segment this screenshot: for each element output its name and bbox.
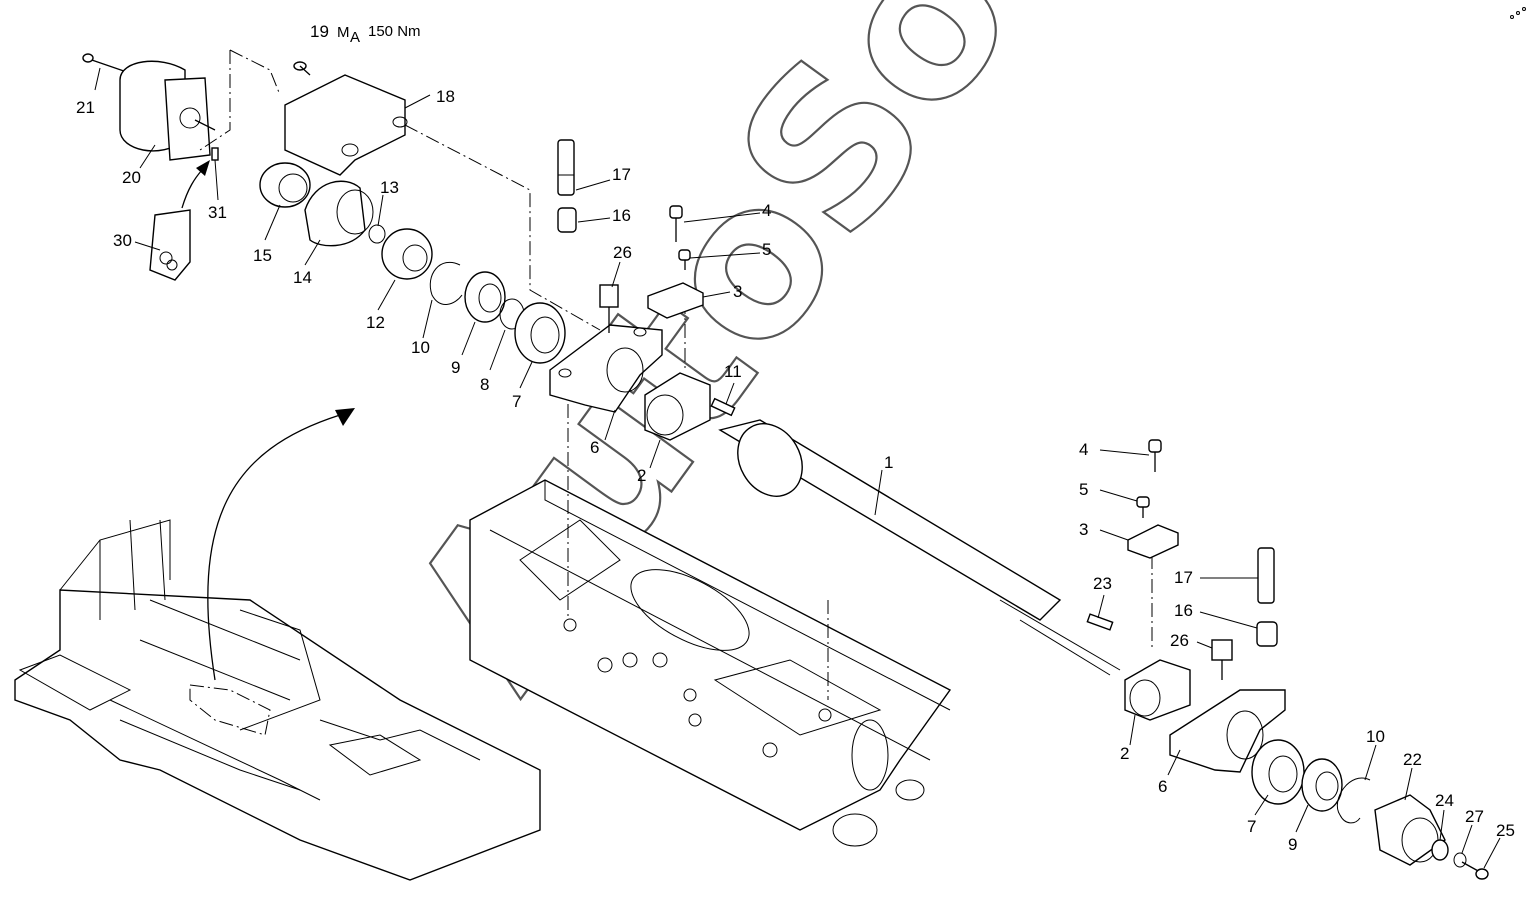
callout-17b: 17 [1174,568,1193,587]
part-10-circlip [429,261,463,305]
callout-23: 23 [1093,574,1112,593]
part-6-bearing-housing [549,324,663,413]
part-18-housing [284,74,408,176]
part-15-bearing [259,162,311,208]
callout-17a: 17 [612,165,631,184]
callout-3a: 3 [733,282,742,301]
callout-3b: 3 [1079,520,1088,539]
part-26b-grease-nipple [1211,639,1233,680]
paver-machine [14,519,541,881]
part-9-seal [464,271,506,323]
callout-16a: 16 [612,206,631,225]
part-1-shaft [718,419,1121,676]
part-5b-screw [1136,496,1150,518]
part-23-key [1086,613,1114,631]
callout-10a: 10 [411,338,430,357]
callout-7b: 7 [1247,817,1256,836]
callout-21: 21 [76,98,95,117]
torque-subscript: A [350,29,360,46]
torque-value: 150 Nm [368,23,421,40]
part-12-hub [381,228,433,280]
part-16-spacer [557,207,577,233]
callout-30: 30 [113,231,132,250]
guide-line-1 [199,50,231,151]
callout-10b: 10 [1366,727,1385,746]
part-2b-clamp [1124,659,1191,721]
part-5-screw [678,249,691,270]
part-3-plate [647,282,704,319]
callout-7a: 7 [512,392,521,411]
part-4-screw [669,205,683,242]
curved-arrow-icon [207,408,355,681]
part-14-sleeve [304,180,374,247]
chassis-frame [469,479,952,847]
part-30-tag [149,209,191,281]
callout-2b: 2 [1120,744,1129,763]
callout-5b: 5 [1079,480,1088,499]
part-7-bearing [514,302,566,364]
callout-15: 15 [253,246,272,265]
callout-24: 24 [1435,791,1454,810]
part-17b-bolt [1257,547,1275,604]
callout-27: 27 [1465,807,1484,826]
part-2-clamp [644,372,711,441]
part-10b-circlip [1336,777,1371,824]
callout-11: 11 [724,362,742,381]
callout-4b: 4 [1079,440,1088,459]
part-25-bolt [1461,861,1489,880]
small-arrow-icon [181,160,210,209]
part-27-washer [1453,852,1467,868]
callout-12: 12 [366,313,385,332]
callout-5a: 5 [762,240,771,259]
part-4b-screw [1148,439,1162,472]
part-24-washer [1431,839,1449,861]
part-6b-bearing-housing [1169,689,1286,773]
torque-callout-19: 19 [310,22,329,41]
callout-16b: 16 [1174,601,1193,620]
callout-14: 14 [293,268,312,287]
callout-6b: 6 [1158,777,1167,796]
leader-lines [94,67,1501,869]
callout-31: 31 [208,203,227,222]
nav-arrows-icon[interactable] [1510,7,1526,19]
callout-25: 25 [1496,821,1515,840]
callout-8: 8 [480,375,489,394]
part-3b-plate [1127,524,1179,559]
callout-13: 13 [380,178,399,197]
part-13-ring [368,224,386,244]
part-31-key [211,147,219,161]
part-7b-bearing [1251,739,1305,805]
part-26-grease-nipple [599,284,619,333]
part-22-cap [1374,794,1446,866]
part-11-key [710,397,736,417]
torque-note: 19 M A 150 Nm [310,22,421,46]
part-19-screw [293,61,311,76]
part-20-motor [119,60,216,161]
torque-symbol: M [337,24,350,41]
callout-4a: 4 [762,201,771,220]
callout-22: 22 [1403,750,1422,769]
callout-20: 20 [122,168,141,187]
part-16b-spacer [1256,621,1278,647]
callout-2a: 2 [637,466,646,485]
callout-labels: 21 20 31 30 18 15 14 13 12 10 9 8 7 17 1… [76,87,1515,854]
callout-9a: 9 [451,358,460,377]
callout-26b: 26 [1170,631,1189,650]
part-17-bolt [557,139,575,196]
guide-line-2 [229,49,281,96]
callout-18: 18 [436,87,455,106]
callout-26a: 26 [613,243,632,262]
callout-9b: 9 [1288,835,1297,854]
callout-1: 1 [884,453,893,472]
callout-6a: 6 [590,438,599,457]
part-9b-seal [1301,758,1343,812]
